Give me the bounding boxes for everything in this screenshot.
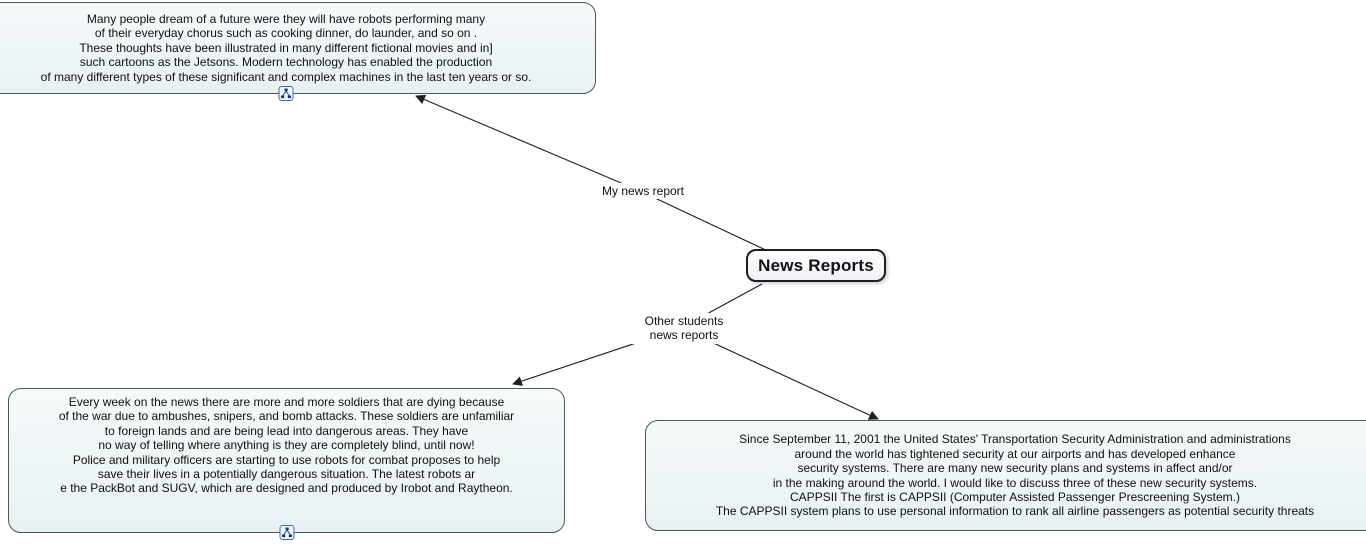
concept-combat-robots[interactable]: Every week on the news there are more an… [8, 388, 565, 540]
link-root-to-my-news-report[interactable] [639, 190, 771, 253]
root-concept-news-reports[interactable]: News Reports [746, 249, 886, 282]
cmap-resource-icon[interactable] [279, 525, 294, 540]
concept-combat-robots-text: Every week on the news there are more an… [58, 395, 515, 496]
linking-phrase-other-students-news-reports[interactable]: Other students news reports [626, 313, 742, 344]
root-concept-label: News Reports [758, 255, 874, 275]
concept-airport-security[interactable]: Since September 11, 2001 the United Stat… [645, 420, 1366, 531]
linking-phrase-my-news-report[interactable]: My news report [576, 183, 710, 200]
link-my-news-report-to-robots-concept[interactable] [415, 94, 641, 192]
concept-robots-intro-text: Many people dream of a future were they … [40, 11, 532, 84]
cmap-resource-icon[interactable] [278, 86, 294, 101]
concept-robots-intro[interactable]: Many people dream of a future were they … [0, 2, 596, 101]
concept-airport-security-text: Since September 11, 2001 the United Stat… [715, 432, 1315, 519]
